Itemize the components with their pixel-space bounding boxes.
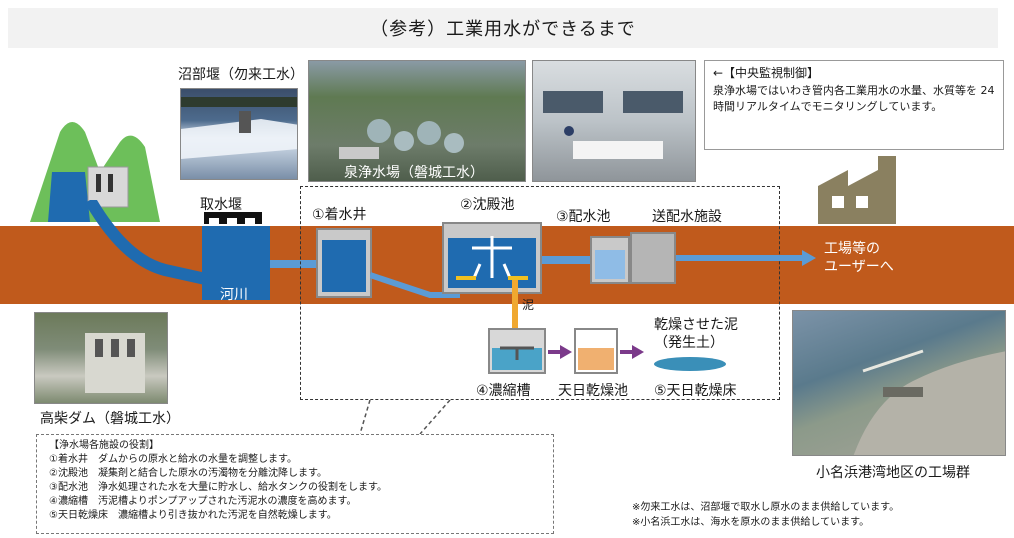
roles-item: ④濃縮槽 汚泥槽よりポンプアップされた汚泥水の濃度を高めます。 <box>49 496 357 507</box>
numabe-weir-photo <box>180 88 298 180</box>
river-intake-block <box>202 226 270 300</box>
distribution-reservoir-label: ③配水池 <box>556 209 611 225</box>
roles-heading: 【浄水場各施設の役割】 <box>49 440 159 451</box>
footnotes: ※勿来工水は、沼部堰で取水し原水のまま供給しています。 ※小名浜工水は、海水を原… <box>632 500 899 530</box>
solar-drying-pond <box>574 328 618 374</box>
numabe-weir-label: 沼部堰（勿来工水） <box>178 67 304 83</box>
roles-item: ③配水池 浄水処理された水を大量に貯水し、給水タンクの役割をします。 <box>49 482 387 493</box>
treatment-plant-boundary <box>300 186 780 400</box>
harbor-aerial-image <box>853 349 1005 455</box>
sedimentation-mixer-icon <box>448 236 536 288</box>
pipe-to-receiving-well <box>270 260 320 268</box>
page-title: （参考）工業用水ができるまで <box>8 8 998 48</box>
roles-item: ①着水井 ダムからの原水と給水の水量を調整します。 <box>49 454 297 465</box>
izumi-plant-photo <box>308 60 526 182</box>
dried-sludge-label: 乾燥させた泥 （発生土） <box>654 317 738 351</box>
arrow-to-drying-pond <box>548 345 572 359</box>
reservoir-water <box>595 250 625 279</box>
thickener-tank <box>488 328 546 374</box>
solar-drying-pond-label: 天日乾燥池 <box>558 383 628 399</box>
solar-drying-bed-label: ⑤天日乾燥床 <box>654 383 737 399</box>
footnote-nakoso: ※勿来工水は、沼部堰で取水し原水のまま供給しています。 <box>632 502 900 513</box>
izumi-plant-label: 泉浄水場（磐城工水） <box>344 165 484 181</box>
pipe-to-sedimentation <box>370 272 460 298</box>
plant-aerial-image <box>339 119 464 159</box>
supply-facility-label: 送配水施設 <box>652 209 722 225</box>
dam-outflow-pipe <box>85 200 212 286</box>
roles-item: ⑤天日乾燥床 濃縮槽より引き抜かれた汚泥を自然乾燥します。 <box>49 510 337 521</box>
control-room-photo <box>532 60 696 182</box>
roles-item: ②沈殿池 凝集剤と結合した原水の汚濁物を分離沈降します。 <box>49 468 327 479</box>
distribution-reservoir-tank <box>590 236 630 284</box>
drying-pond-sludge <box>578 348 614 370</box>
supply-facility-building <box>630 232 676 284</box>
receiving-well-tank <box>316 228 372 298</box>
sludge-line <box>512 280 518 328</box>
weir-gate-icon <box>209 218 255 224</box>
sedimentation-label: ②沈殿池 <box>460 197 515 213</box>
roles-callout-pointer <box>360 400 451 435</box>
onahama-aerial-photo <box>792 310 1006 456</box>
mountain-dam-illustration <box>30 122 160 222</box>
intake-weir-gate <box>204 212 262 224</box>
thickener-label: ④濃縮槽 <box>476 383 531 399</box>
onahama-factories-label: 小名浜港湾地区の工場群 <box>816 465 970 481</box>
takashiba-dam-photo <box>34 312 168 404</box>
sludge-label: 泥 <box>522 298 535 312</box>
sedimentation-tank <box>442 222 542 294</box>
to-users-label: 工場等の ユーザーへ <box>824 241 894 275</box>
weir-spillway-image <box>181 97 297 159</box>
footnote-onahama: ※小名浜工水は、海水を原水のまま供給しています。 <box>632 517 870 528</box>
monitoring-body: 泉浄水場ではいわき管内各工業用水の水量、水質等を 24時間リアルタイムでモニタリ… <box>713 84 995 113</box>
dried-soil-pile-icon <box>654 357 726 371</box>
factory-icon <box>818 156 896 224</box>
monitoring-heading: ←【中央監視制御】 <box>713 66 820 80</box>
takashiba-dam-label: 高柴ダム（磐城工水） <box>40 411 180 427</box>
control-room-image <box>543 91 683 159</box>
facility-roles-box: 【浄水場各施設の役割】 ①着水井 ダムからの原水と給水の水量を調整します。 ②沈… <box>36 434 554 534</box>
receiving-well-label: ①着水井 <box>312 207 367 223</box>
arrow-to-users <box>676 250 816 266</box>
monitoring-callout: ←【中央監視制御】 泉浄水場ではいわき管内各工業用水の水量、水質等を 24時間リ… <box>704 60 1004 150</box>
dam-structure-image <box>85 333 145 393</box>
pipe-to-reservoir <box>542 256 592 264</box>
thickener-mixer-icon <box>492 346 542 370</box>
intake-weir-label: 取水堰 <box>200 197 242 213</box>
receiving-well-water <box>322 240 366 292</box>
arrow-to-drying-bed <box>620 345 644 359</box>
river-label: 河川 <box>220 287 248 303</box>
page-title-text: （参考）工業用水ができるまで <box>370 19 636 40</box>
